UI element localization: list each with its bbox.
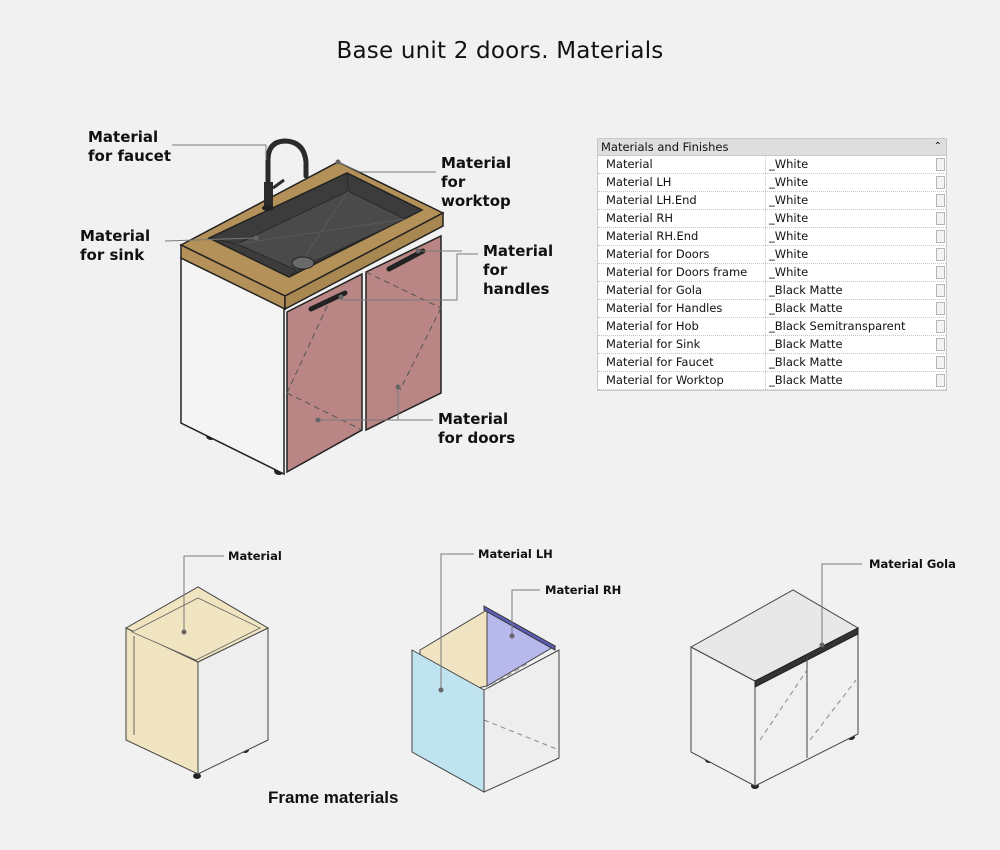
column-divider <box>765 264 766 281</box>
property-name: Material LH.End <box>606 193 697 207</box>
property-name: Material RH <box>606 211 674 225</box>
browse-button[interactable] <box>936 356 945 369</box>
panel-header-label: Materials and Finishes <box>601 140 729 154</box>
browse-button[interactable] <box>936 302 945 315</box>
panel-row[interactable]: Material for Hob _Black Semitransparent <box>598 318 946 336</box>
panel-row[interactable]: Material RH.End _White <box>598 228 946 246</box>
collapse-icon[interactable]: ⌃ <box>933 141 942 152</box>
property-value[interactable]: _White <box>769 265 809 279</box>
browse-button[interactable] <box>936 212 945 225</box>
column-divider <box>765 174 766 191</box>
property-value[interactable]: _Black Matte <box>769 373 843 387</box>
column-divider <box>765 300 766 317</box>
callout-material-gola: Material Gola <box>869 557 956 571</box>
panel-row[interactable]: Material for Sink _Black Matte <box>598 336 946 354</box>
browse-button[interactable] <box>936 266 945 279</box>
column-divider <box>765 282 766 299</box>
browse-button[interactable] <box>936 338 945 351</box>
column-divider <box>765 210 766 227</box>
browse-button[interactable] <box>936 248 945 261</box>
property-value[interactable]: _White <box>769 175 809 189</box>
property-name: Material for Doors <box>606 247 710 261</box>
property-value[interactable]: _Black Matte <box>769 337 843 351</box>
property-value[interactable]: _White <box>769 193 809 207</box>
frame-cabinet-1 <box>124 586 270 779</box>
property-name: Material RH.End <box>606 229 699 243</box>
property-value[interactable]: _White <box>769 211 809 225</box>
panel-row[interactable]: Material RH _White <box>598 210 946 228</box>
property-value[interactable]: _White <box>769 229 809 243</box>
panel-row[interactable]: Material LH.End _White <box>598 192 946 210</box>
callout-handles: Material for handles <box>483 242 554 298</box>
property-value[interactable]: _Black Semitransparent <box>769 319 906 333</box>
property-value[interactable]: _White <box>769 157 809 171</box>
column-divider <box>765 192 766 209</box>
callout-material: Material <box>228 549 282 563</box>
browse-button[interactable] <box>936 158 945 171</box>
callout-faucet: Material for faucet <box>88 128 172 165</box>
panel-header: Materials and Finishes ⌃ <box>598 139 946 156</box>
property-name: Material for Sink <box>606 337 701 351</box>
column-divider <box>765 354 766 371</box>
door-right <box>365 234 442 432</box>
property-name: Material for Hob <box>606 319 699 333</box>
panel-row[interactable]: Material for Faucet _Black Matte <box>598 354 946 372</box>
property-name: Material for Handles <box>606 301 723 315</box>
callout-worktop: Material for worktop <box>441 154 512 210</box>
column-divider <box>765 228 766 245</box>
property-value[interactable]: _Black Matte <box>769 355 843 369</box>
browse-button[interactable] <box>936 194 945 207</box>
property-name: Material for Gola <box>606 283 703 297</box>
browse-button[interactable] <box>936 230 945 243</box>
browse-button[interactable] <box>936 374 945 387</box>
property-name: Material for Worktop <box>606 373 724 387</box>
property-value[interactable]: _Black Matte <box>769 283 843 297</box>
column-divider <box>765 156 766 173</box>
panel-row[interactable]: Material for Doors frame _White <box>598 264 946 282</box>
browse-button[interactable] <box>936 284 945 297</box>
callout-sink: Material for sink <box>80 227 151 264</box>
frame-materials-label: Frame materials <box>268 788 399 807</box>
property-value[interactable]: _Black Matte <box>769 301 843 315</box>
column-divider <box>765 246 766 263</box>
frame-cabinet-3 <box>689 589 860 789</box>
callout-material-rh: Material RH <box>545 583 622 597</box>
column-divider <box>765 336 766 353</box>
panel-row[interactable]: Material for Doors _White <box>598 246 946 264</box>
panel-row[interactable]: Material LH _White <box>598 174 946 192</box>
page-title: Base unit 2 doors. Materials <box>336 38 664 64</box>
panel-row[interactable]: Material for Gola _Black Matte <box>598 282 946 300</box>
callout-doors: Material for doors <box>438 410 516 447</box>
faucet <box>265 138 309 209</box>
panel-row[interactable]: Material _White <box>598 156 946 174</box>
browse-button[interactable] <box>936 320 945 333</box>
column-divider <box>765 372 766 389</box>
property-name: Material LH <box>606 175 672 189</box>
browse-button[interactable] <box>936 176 945 189</box>
property-value[interactable]: _White <box>769 247 809 261</box>
panel-row[interactable]: Material for Handles _Black Matte <box>598 300 946 318</box>
property-name: Material <box>606 157 653 171</box>
column-divider <box>765 318 766 335</box>
panel-row[interactable]: Material for Worktop _Black Matte <box>598 372 946 390</box>
property-name: Material for Doors frame <box>606 265 748 279</box>
callout-material-lh: Material LH <box>478 547 553 561</box>
property-name: Material for Faucet <box>606 355 714 369</box>
frame-cabinet-2 <box>411 605 560 793</box>
